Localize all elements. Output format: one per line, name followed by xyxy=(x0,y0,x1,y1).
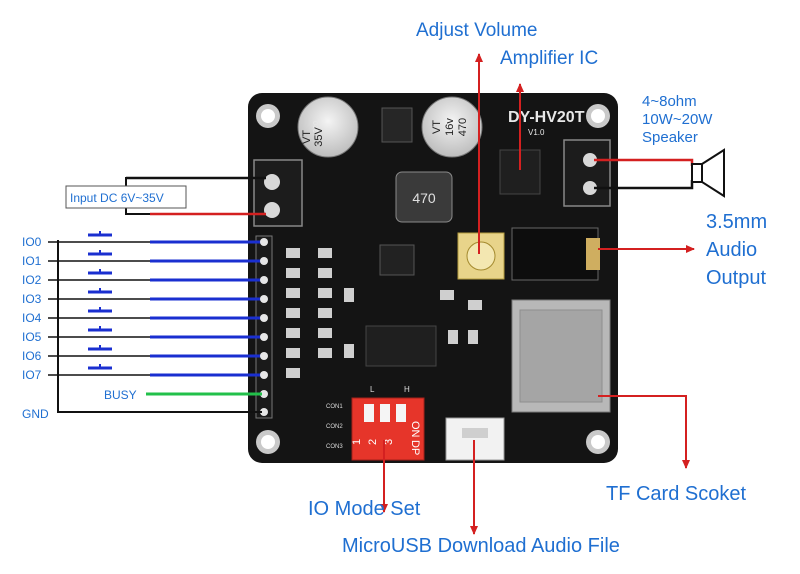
pushbutton-icon xyxy=(88,364,112,370)
regulator-chip xyxy=(381,107,413,143)
io-label-io4: IO4 xyxy=(22,311,42,325)
io-label-io3: IO3 xyxy=(22,292,42,306)
io-label-io0: IO0 xyxy=(22,235,42,249)
small-regulator xyxy=(379,244,415,276)
io-line-io4 xyxy=(48,307,262,320)
amplifier-ic-label: Amplifier IC xyxy=(500,48,598,69)
smd-components xyxy=(286,248,482,378)
dip-num-3: 3 xyxy=(383,439,395,445)
header-pin xyxy=(260,371,268,379)
io-line-io5 xyxy=(48,326,262,339)
io-label-io7: IO7 xyxy=(22,368,42,382)
audio-output-line2: Audio xyxy=(706,239,757,261)
dip-h-label: H xyxy=(404,385,410,394)
adjust-volume-label: Adjust Volume xyxy=(416,20,537,41)
dip-switch xyxy=(351,397,425,461)
header-pin xyxy=(260,295,268,303)
dip-num-2: 2 xyxy=(367,439,379,445)
pushbutton-icon xyxy=(88,231,112,237)
io-line-io1 xyxy=(48,250,262,263)
io-label-io1: IO1 xyxy=(22,254,42,268)
io-line-io6 xyxy=(48,345,262,358)
audio-output-line1: 3.5mm xyxy=(706,211,767,233)
speaker-spec-line1: 4~8ohm xyxy=(642,93,697,110)
power-terminal xyxy=(253,159,303,227)
annotation-arrows xyxy=(380,53,695,535)
cap-right-value: 470 xyxy=(457,118,469,136)
cap-right-brand: VT xyxy=(431,120,443,134)
cap-left-value: 220 xyxy=(313,121,320,133)
header-pin xyxy=(260,257,268,265)
pushbutton-icon xyxy=(88,250,112,256)
pushbutton-icon xyxy=(88,326,112,332)
pushbutton-icon xyxy=(88,307,112,313)
pushbutton-icon xyxy=(88,288,112,294)
dip-l-label: L xyxy=(370,385,375,394)
header-pin xyxy=(260,390,268,398)
io-label-io6: IO6 xyxy=(22,349,42,363)
inductor-value: 470 xyxy=(412,190,436,206)
tf-card-slot xyxy=(511,299,611,413)
header-pin xyxy=(260,276,268,284)
capacitor-470uf xyxy=(421,96,483,158)
cap-left-voltage: 35V xyxy=(313,127,325,147)
io-line-io2 xyxy=(48,269,262,282)
tf-card-label: TF Card Scoket xyxy=(606,483,746,505)
gnd-wire xyxy=(57,240,262,413)
pcb-board: 220 35V VT 470 16v VT DY-HV20T V1.0 470 xyxy=(248,93,618,463)
gnd-label: GND xyxy=(22,407,49,421)
header-pin xyxy=(260,333,268,341)
conn-label-1: CON1 xyxy=(326,404,343,410)
conn-label-3: CON3 xyxy=(326,444,343,450)
volume-potentiometer xyxy=(457,232,505,280)
header-pin xyxy=(260,408,268,416)
speaker-spec-line2: 10W~20W xyxy=(642,111,713,128)
board-version: V1.0 xyxy=(528,128,545,137)
pushbutton-icon xyxy=(88,269,112,275)
header-pin xyxy=(260,352,268,360)
main-ic xyxy=(365,325,437,367)
io-line-io7 xyxy=(48,364,262,377)
io-wires xyxy=(48,231,268,416)
dip-dp-label: DP xyxy=(409,440,421,455)
speaker-icon xyxy=(691,148,725,198)
header-pin xyxy=(260,314,268,322)
io-line-io0 xyxy=(48,231,262,244)
audio-jack xyxy=(511,227,600,281)
audio-output-line3: Output xyxy=(706,267,766,289)
board-model: DY-HV20T xyxy=(508,109,585,126)
input-dc-box xyxy=(65,185,187,209)
speaker-spec-line3: Speaker xyxy=(642,129,698,146)
io-line-io3 xyxy=(48,288,262,301)
speaker-terminal xyxy=(563,139,611,207)
capacitor-220uf: 220 xyxy=(297,96,359,158)
pushbutton-icon xyxy=(88,345,112,351)
cap-right-voltage: 16v xyxy=(444,118,456,136)
input-dc-label: Input DC 6V~35V xyxy=(70,191,164,205)
dip-num-1: 1 xyxy=(351,439,363,445)
microusb-label: MicroUSB Download Audio File xyxy=(342,535,620,557)
io-mode-label: IO Mode Set xyxy=(308,498,421,520)
conn-label-2: CON2 xyxy=(326,424,343,430)
header-pin xyxy=(260,238,268,246)
cap-left-brand: VT xyxy=(301,130,313,144)
inductor-470: 470 xyxy=(395,171,453,223)
io-label-io2: IO2 xyxy=(22,273,42,287)
busy-label: BUSY xyxy=(104,388,137,402)
dip-on-label: ON xyxy=(409,421,421,438)
io-label-io5: IO5 xyxy=(22,330,42,344)
